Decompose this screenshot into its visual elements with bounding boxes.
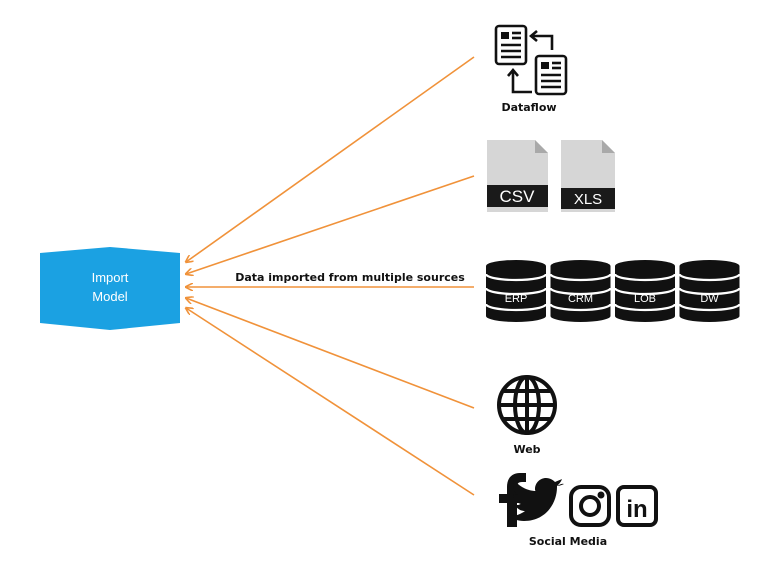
web-source: Web: [497, 375, 557, 456]
database-label-crm: CRM: [568, 293, 593, 305]
database-label-dw: DW: [700, 293, 719, 305]
arrow-from-social-media: [186, 308, 475, 496]
dataflow-icon: [494, 24, 568, 96]
connector-arrows: [186, 56, 475, 496]
arrow-from-dataflow: [186, 56, 475, 262]
dataflow-source: Dataflow: [494, 24, 568, 114]
globe-icon: [497, 375, 557, 435]
file-sources: CSV XLS: [487, 140, 615, 212]
database-icon-crm: CRM: [549, 260, 612, 322]
connector-label: Data imported from multiple sources: [235, 271, 465, 284]
web-label: Web: [513, 443, 540, 456]
instagram-icon: [569, 485, 611, 527]
database-icon-dw: DW: [678, 260, 741, 322]
import-model-label-line2: Model: [92, 289, 128, 304]
import-model-label-line1: Import: [92, 270, 129, 285]
import-model-node: Import Model: [40, 247, 180, 330]
twitter-icon: [508, 478, 564, 521]
csv-file-icon: CSV: [487, 140, 548, 212]
arrow-from-web: [186, 298, 475, 409]
social-media-source: in Social Media: [499, 473, 658, 548]
social-media-label: Social Media: [529, 535, 607, 548]
facebook-icon: [499, 473, 526, 527]
xls-file-icon: XLS: [561, 140, 615, 212]
database-icon-erp: ERP: [484, 260, 548, 322]
database-label-erp: ERP: [505, 293, 528, 305]
arrow-from-files: [186, 175, 475, 274]
csv-file-label: CSV: [500, 187, 536, 206]
database-icon-lob: LOB: [613, 260, 677, 322]
linkedin-icon-text: in: [626, 496, 647, 523]
dataflow-label: Dataflow: [501, 101, 556, 114]
database-sources: ERP CRM LOB DW: [484, 260, 741, 322]
import-model-shape: [40, 247, 180, 330]
database-label-lob: LOB: [634, 293, 656, 305]
linkedin-icon: in: [616, 485, 658, 527]
xls-file-label: XLS: [574, 191, 602, 208]
